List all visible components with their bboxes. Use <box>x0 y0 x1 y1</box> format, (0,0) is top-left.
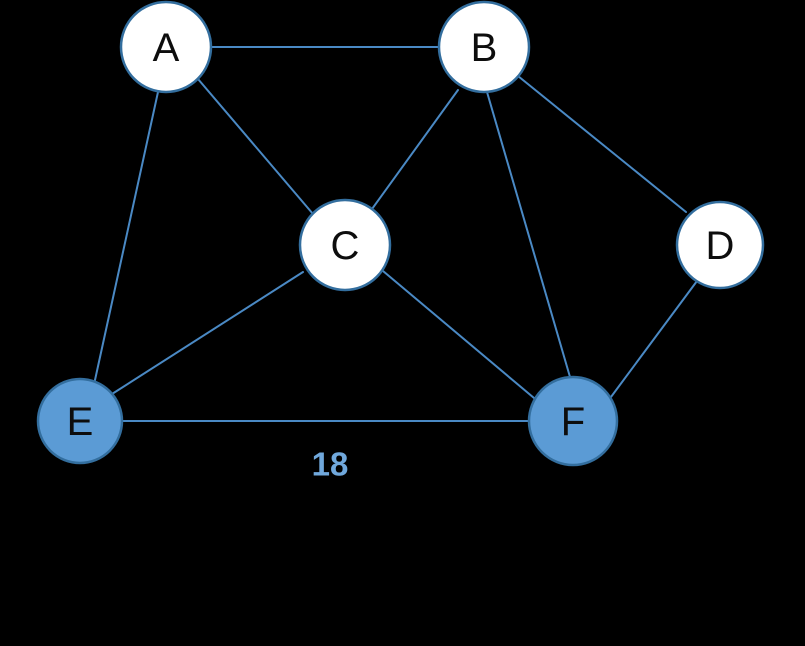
graph-edge-b-f[interactable] <box>486 91 571 378</box>
node-label-f: F <box>561 400 585 444</box>
node-label-c: C <box>331 224 360 268</box>
graph-edge-a-e[interactable] <box>94 91 159 381</box>
node-label-e: E <box>67 400 94 444</box>
node-circle-d[interactable] <box>675 200 765 290</box>
node-label-a: A <box>153 26 180 70</box>
node-circle-f[interactable] <box>527 375 619 467</box>
graph-node-d[interactable]: D <box>675 200 765 290</box>
graph-edge-c-e[interactable] <box>111 271 304 395</box>
graph-edge-b-c[interactable] <box>371 89 459 210</box>
node-label-b: B <box>471 26 498 70</box>
graph-node-f[interactable]: F <box>527 375 619 467</box>
graph-node-e[interactable]: E <box>36 377 124 465</box>
graph-node-a[interactable]: A <box>119 0 213 94</box>
graph-edge-d-f[interactable] <box>607 280 698 402</box>
node-circle-c[interactable] <box>298 198 392 292</box>
edges-layer <box>94 46 698 422</box>
node-label-d: D <box>706 224 735 268</box>
graph-edge-c-f[interactable] <box>382 270 535 399</box>
node-circle-e[interactable] <box>36 377 124 465</box>
graph-node-c[interactable]: C <box>298 198 392 292</box>
nodes-layer: A B C D E F <box>36 0 765 467</box>
graph-node-b[interactable]: B <box>437 0 531 94</box>
edge-weights-layer: 18 <box>312 446 349 483</box>
graph-edge-a-c[interactable] <box>197 78 314 215</box>
graph-edge-b-d[interactable] <box>517 75 687 213</box>
node-circle-a[interactable] <box>119 0 213 94</box>
node-circle-b[interactable] <box>437 0 531 94</box>
edge-weight-e-f: 18 <box>312 446 349 483</box>
